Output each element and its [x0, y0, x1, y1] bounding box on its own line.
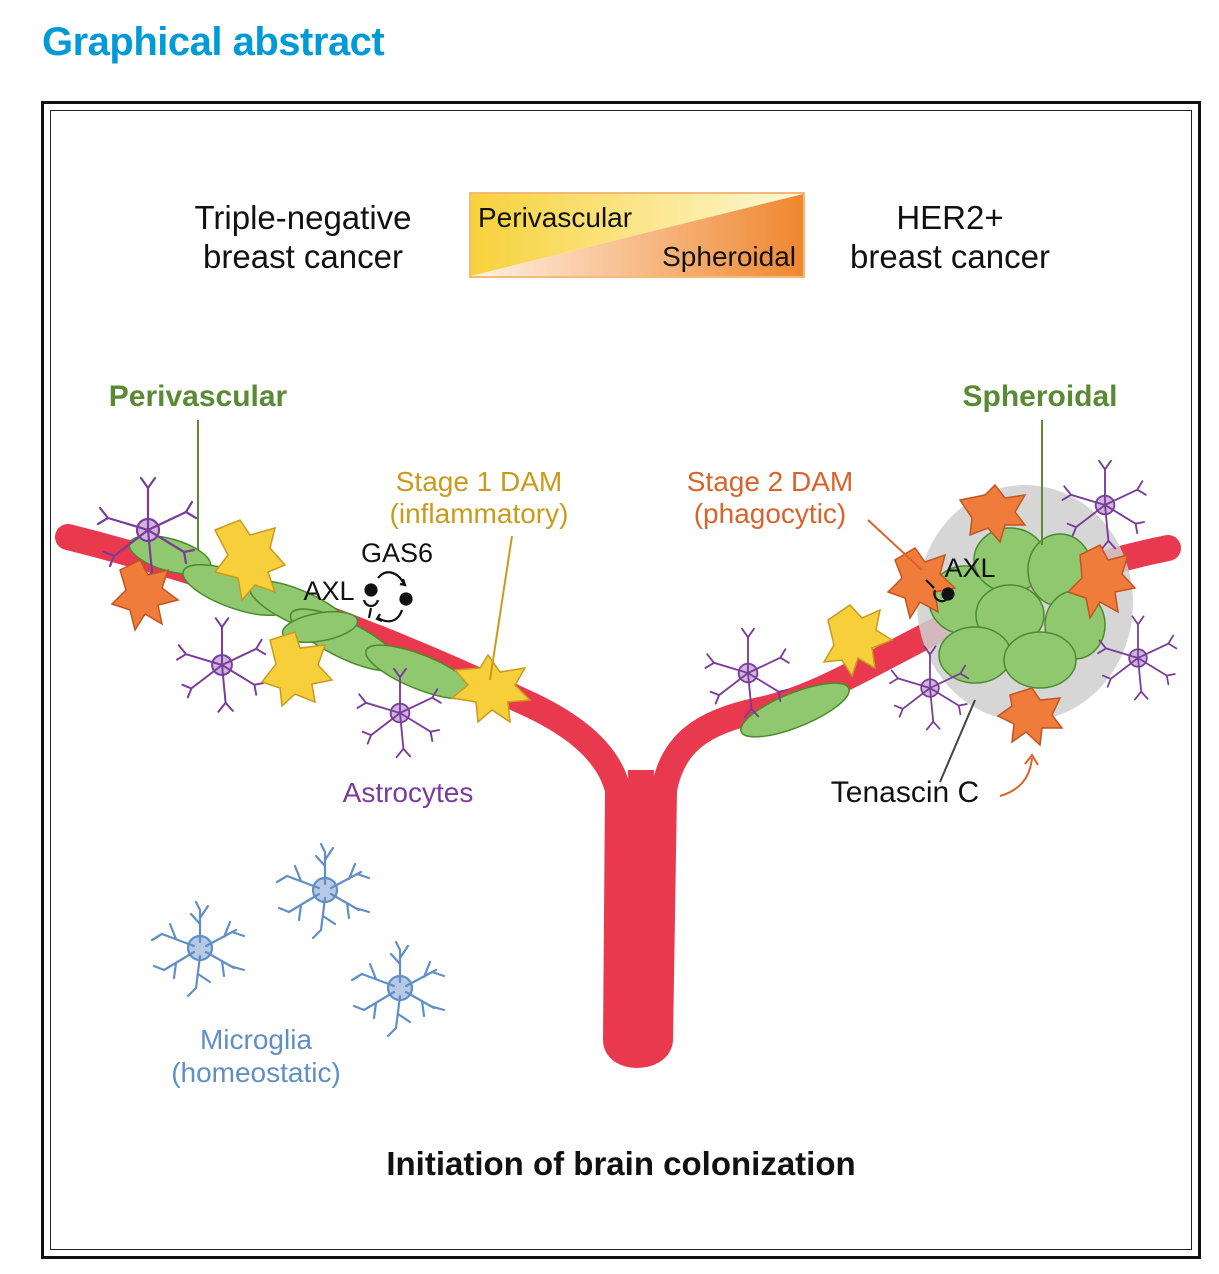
astrocytes-label: Astrocytes [343, 777, 474, 808]
left-subtype-line2: breast cancer [203, 238, 403, 275]
perivascular-label: Perivascular [109, 380, 288, 413]
stage2-leader [867, 519, 923, 571]
gradient-scale [469, 192, 805, 278]
stage2-label-line1: Stage 2 DAM [687, 466, 854, 497]
gradient-label-perivascular: Perivascular [478, 202, 632, 233]
right-subtype-line1: HER2+ [896, 199, 1003, 236]
left-subtype-line1: Triple-negative [194, 199, 411, 236]
axl-gas6-interaction [362, 571, 413, 623]
stage2-label-line2: (phagocytic) [694, 498, 847, 529]
tenascin-leader [939, 699, 976, 783]
footer-caption: Initiation of brain colonization [386, 1145, 855, 1182]
axl-right-receptor [925, 579, 955, 603]
stage1-label-line1: Stage 1 DAM [396, 466, 563, 497]
figure-frame-inner [50, 110, 1192, 1250]
stage1-dam-icon [213, 519, 894, 724]
gradient-label-spheroidal: Spheroidal [662, 241, 796, 272]
page-title: Graphical abstract [42, 20, 385, 64]
microglia-label-line2: (homeostatic) [171, 1057, 341, 1088]
right-subtype-line2: breast cancer [850, 238, 1050, 275]
stage1-leader [489, 535, 513, 681]
microglia-label-line1: Microglia [200, 1024, 312, 1055]
tenascin-label: Tenascin C [831, 776, 979, 809]
gas6-label: GAS6 [361, 538, 433, 568]
axl-left-label: AXL [303, 576, 354, 606]
microglia-icon [150, 842, 446, 1038]
stage2-dam-icon [110, 483, 1137, 747]
tenascin-arrow [999, 753, 1039, 797]
spheroidal-label: Spheroidal [962, 380, 1117, 413]
axl-right-label: AXL [944, 553, 995, 583]
tumor-cell-icon [928, 527, 1106, 689]
stage1-label-line2: (inflammatory) [390, 498, 569, 529]
figure-frame-outer [41, 101, 1201, 1259]
